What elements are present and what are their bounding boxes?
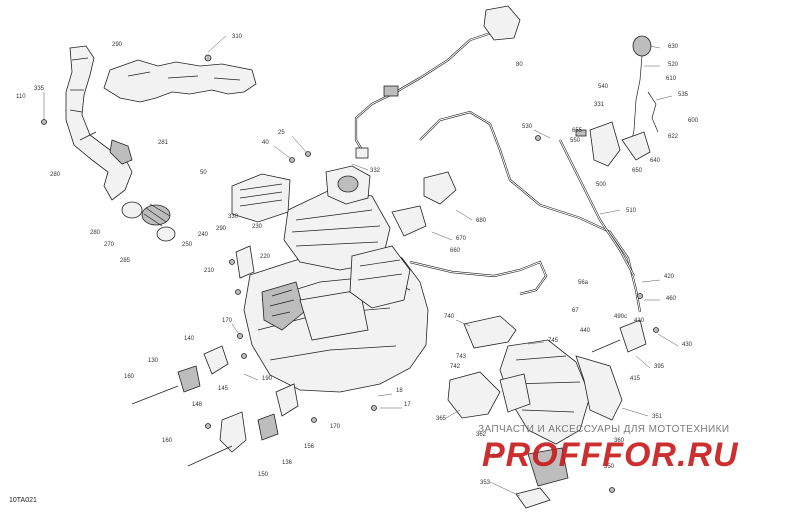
callout-680: 680 <box>476 218 487 224</box>
callout-331: 331 <box>594 102 605 108</box>
callout-430: 430 <box>682 342 693 348</box>
callout-170a: 170 <box>222 318 233 324</box>
callout-281: 281 <box>158 140 169 146</box>
callout-365: 365 <box>436 416 447 422</box>
callout-220: 220 <box>260 254 271 260</box>
callout-530: 530 <box>522 124 533 130</box>
callout-50: 50 <box>200 170 207 176</box>
callout-395: 395 <box>654 364 665 370</box>
callout-40: 40 <box>262 140 269 146</box>
watermark-logo: PROFFFOR.RU <box>482 436 739 474</box>
callout-360: 360 <box>614 438 625 444</box>
callout-160a: 160 <box>124 374 135 380</box>
callout-362: 362 <box>476 432 487 438</box>
callout-25: 25 <box>278 130 285 136</box>
control-cable <box>409 110 642 313</box>
callout-80: 80 <box>516 62 523 68</box>
callout-67: 67 <box>572 308 579 314</box>
callout-351: 351 <box>652 414 663 420</box>
callout-230: 230 <box>252 224 263 230</box>
callout-500: 500 <box>596 182 607 188</box>
callout-145: 145 <box>218 386 229 392</box>
engine-mounts <box>131 245 299 467</box>
callout-280b: 280 <box>90 230 101 236</box>
shifter-assembly <box>575 35 659 167</box>
callout-650: 650 <box>632 168 643 174</box>
callout-740: 740 <box>444 314 455 320</box>
callout-56a: 56a <box>578 280 589 286</box>
callout-610: 610 <box>666 76 677 82</box>
callout-250: 250 <box>182 242 193 248</box>
callout-415: 415 <box>630 376 641 382</box>
cable-brackets <box>391 171 647 353</box>
watermark-text: ЗАПЧАСТИ И АКСЕССУАРЫ ДЛЯ МОТОТЕХНИКИ <box>478 424 730 435</box>
exhaust-parts <box>447 339 623 509</box>
callout-742: 742 <box>450 364 461 370</box>
intake-boots <box>121 201 176 242</box>
diagram-code: 10TA021 <box>9 497 37 504</box>
callout-350: 350 <box>604 464 615 470</box>
callout-170b: 170 <box>330 424 341 430</box>
leader-lines <box>43 35 679 497</box>
callout-535: 535 <box>678 92 689 98</box>
air-intake-duct <box>65 45 133 201</box>
callout-332: 332 <box>370 168 381 174</box>
callout-490c: 490c <box>614 314 627 320</box>
callout-510: 510 <box>626 208 637 214</box>
callout-330: 330 <box>228 214 239 220</box>
callout-460: 460 <box>666 296 677 302</box>
callout-745: 745 <box>548 338 559 344</box>
callout-270: 270 <box>104 242 115 248</box>
callout-285: 285 <box>120 258 131 264</box>
callout-110: 110 <box>16 94 26 100</box>
callout-340: 340 <box>492 454 503 460</box>
callout-280: 280 <box>50 172 61 178</box>
wiring-harness <box>354 5 521 159</box>
callout-290b: 290 <box>216 226 227 232</box>
callout-210: 210 <box>204 268 215 274</box>
callout-410: 410 <box>634 318 645 324</box>
callout-148: 148 <box>192 402 203 408</box>
callout-630: 630 <box>668 44 679 50</box>
callout-136: 136 <box>282 460 293 466</box>
callout-600: 600 <box>688 118 699 124</box>
fasteners <box>41 119 659 493</box>
callout-622: 622 <box>668 134 679 140</box>
callout-670: 670 <box>456 236 467 242</box>
callout-310: 310 <box>232 34 243 40</box>
callout-160b: 160 <box>162 438 173 444</box>
callout-520: 520 <box>668 62 679 68</box>
callout-353: 353 <box>480 480 491 486</box>
callout-440: 440 <box>580 328 591 334</box>
callout-660: 660 <box>450 248 461 254</box>
callout-335: 335 <box>34 86 45 92</box>
callout-290a: 290 <box>112 42 123 48</box>
callout-655: 655 <box>572 128 583 134</box>
callout-743: 743 <box>456 354 467 360</box>
callout-156: 156 <box>304 444 315 450</box>
callout-labels: 290 310 335 110 280 281 25 40 332 50 80 … <box>16 34 699 486</box>
callout-240: 240 <box>198 232 209 238</box>
callout-18: 18 <box>396 388 403 394</box>
callout-130: 130 <box>148 358 159 364</box>
callout-540: 540 <box>598 84 609 90</box>
callout-17: 17 <box>404 402 411 408</box>
callout-420: 420 <box>664 274 675 280</box>
callout-140: 140 <box>184 336 195 342</box>
callout-550: 550 <box>570 138 581 144</box>
callout-190: 190 <box>262 376 273 382</box>
heat-shield-plate <box>103 54 257 103</box>
engine-assembly <box>231 165 429 393</box>
callout-640: 640 <box>650 158 661 164</box>
callout-150: 150 <box>258 472 269 478</box>
